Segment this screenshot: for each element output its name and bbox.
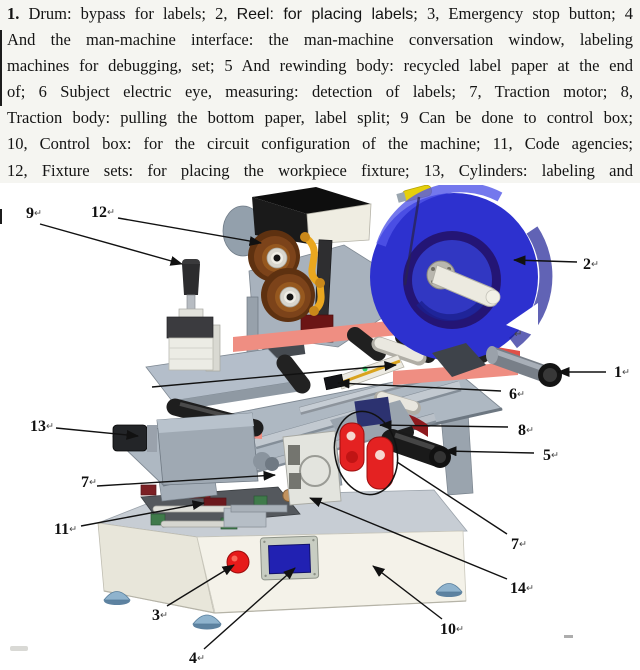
page-edge-mark xyxy=(0,209,2,224)
annotation-ellipse xyxy=(333,410,399,496)
callout-9: 9↵ xyxy=(26,205,183,266)
machine-foot xyxy=(103,583,463,630)
linkage-arm xyxy=(300,232,325,316)
leader-line xyxy=(203,567,296,650)
callout-number: 8↵ xyxy=(518,422,534,439)
traction-plate xyxy=(282,430,342,506)
callout-layer: 9↵ 12↵ 2↵ 1↵ 6↵ 8↵ 5↵ 13↵ 7↵ 11↵ 3↵ 4↵ 10↵ 7↵ 14↵ ↵ xyxy=(26,204,630,667)
callout-number: 2↵ xyxy=(583,256,599,273)
paragraph-line: Traction body: pulling the bottom paper,… xyxy=(7,105,633,131)
machine-illustration xyxy=(96,185,573,638)
paragraph-line: 1. Drum: bypass for labels; 2, Reel: for… xyxy=(7,1,633,27)
callout-number: 12↵ xyxy=(91,204,115,221)
leader-line xyxy=(151,361,397,388)
callout-1: 1↵ xyxy=(557,364,630,381)
text-segment: machines for debugging, set; 5 And rewin… xyxy=(7,56,633,76)
leader-line xyxy=(39,223,183,266)
paragraph-line: of; 6 Subject electric eye, measuring: d… xyxy=(7,79,633,105)
text-segment: Drum: bypass for labels; 2, xyxy=(28,4,237,23)
leader-line xyxy=(396,461,508,535)
text-segment: Reel: for placing labels xyxy=(236,6,414,23)
text-background xyxy=(0,0,640,183)
text-segment: 10, Control box: for the circuit configu… xyxy=(7,134,633,154)
leader-line xyxy=(337,378,502,392)
text-segment: 1. xyxy=(7,4,29,23)
leader-line xyxy=(372,565,443,620)
leader-line xyxy=(117,217,262,246)
paragraph-line: And the man-machine interface: the man-m… xyxy=(7,27,633,53)
page-edge-mark xyxy=(0,30,2,106)
scan-smudge xyxy=(10,646,28,651)
callout-number: 7↵ xyxy=(511,536,527,553)
callout-number: 13↵ xyxy=(30,418,54,435)
text-segment: Traction body: pulling the bottom paper,… xyxy=(7,108,633,128)
callout-6: 6↵ xyxy=(337,378,525,403)
traction-body xyxy=(330,396,451,496)
bypass-roller xyxy=(432,343,562,387)
text-segment: ; 3, Emergency stop button; 4 xyxy=(413,4,633,23)
leader-line xyxy=(96,470,276,487)
callout-number: 1↵ xyxy=(614,364,630,381)
leader-line xyxy=(513,255,578,266)
callout-number: 4↵ xyxy=(189,650,205,667)
paragraph-line: 10, Control box: for the circuit configu… xyxy=(7,131,633,157)
scan-mark xyxy=(564,635,573,638)
callout-13: 13↵ xyxy=(30,418,139,440)
ribbon-spool-lower xyxy=(261,268,315,322)
emergency-stop-button xyxy=(226,550,250,574)
text-segment: of; 6 Subject electric eye, measuring: d… xyxy=(7,82,633,102)
callout-number: 7↵ xyxy=(81,474,97,491)
callout-4: 4↵ xyxy=(189,567,296,667)
callout-aux xyxy=(151,361,397,388)
callout-8: 8↵ xyxy=(379,420,534,439)
callout-number: 14↵ xyxy=(510,580,534,597)
manual-text: 1. Drum: bypass for labels; 2, Reel: for… xyxy=(0,1,640,184)
leader-line xyxy=(55,427,139,440)
callout-number: 5↵ xyxy=(543,447,559,464)
callout-3: 3↵ xyxy=(152,564,235,624)
leader-line xyxy=(80,500,205,527)
callout-number: 6↵ xyxy=(509,386,525,403)
pneumatic-cylinder xyxy=(145,259,302,411)
callout-14: 14↵ xyxy=(309,497,534,597)
text-segment: 12, Fixture sets: for placing the workpi… xyxy=(7,160,633,180)
callout-number: 9↵ xyxy=(26,205,42,222)
leader-line xyxy=(379,420,509,431)
label-reel-disc xyxy=(370,185,553,361)
callout-7b: 7↵ xyxy=(396,461,527,553)
callout-11: 11↵ xyxy=(54,500,205,538)
paragraph-line: machines for debugging, set; 5 And rewin… xyxy=(7,53,633,79)
leader-line xyxy=(309,497,508,580)
callout-5: 5↵ xyxy=(444,446,559,464)
text-segment: And the man-machine interface: the man-m… xyxy=(7,30,633,50)
paragraph-line: 12, Fixture sets: for placing the workpi… xyxy=(7,158,633,184)
callout-7a: 7↵ xyxy=(81,470,276,491)
callout-12: 12↵ xyxy=(91,204,262,246)
leader-line xyxy=(444,446,535,457)
callout-10: 10↵ xyxy=(372,565,464,638)
leader-line xyxy=(166,564,235,607)
callout-number: 10↵ xyxy=(440,621,464,638)
stray-return-mark: ↵ xyxy=(514,329,522,340)
callout-2: 2↵ xyxy=(513,255,599,273)
callout-number: 11↵ xyxy=(54,521,77,538)
labeling-machine-diagram: 9↵ 12↵ 2↵ 1↵ 6↵ 8↵ 5↵ 13↵ 7↵ 11↵ 3↵ 4↵ 10↵ 7↵ 14↵ ↵ xyxy=(26,185,630,667)
callout-number: 3↵ xyxy=(152,607,168,624)
